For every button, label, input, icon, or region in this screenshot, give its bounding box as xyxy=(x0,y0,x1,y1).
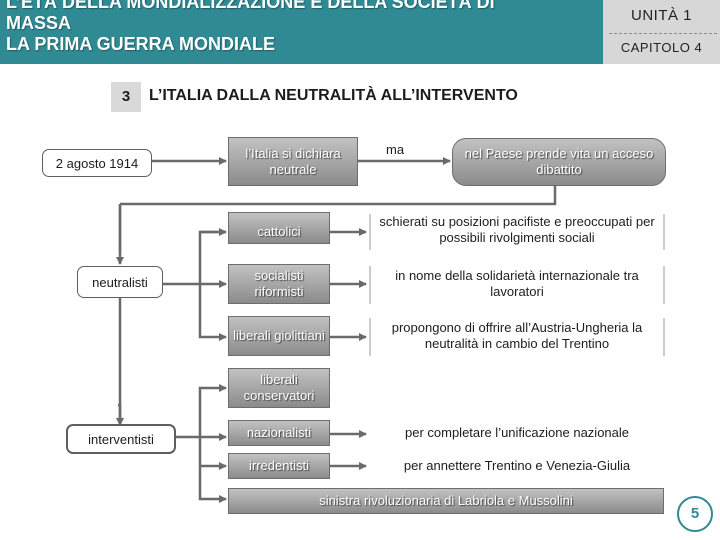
group-cattolici-label: cattolici xyxy=(257,224,301,239)
date-label: 2 agosto 1914 xyxy=(55,155,139,171)
branch-to-sinistra xyxy=(198,466,227,503)
interventionists-label: interventisti xyxy=(88,431,154,447)
section-number: 3 xyxy=(111,82,141,112)
branch-to-irredentisti xyxy=(198,437,227,470)
header: L’ETÀ DELLA MONDIALIZZAZIONE E DELLA SOC… xyxy=(0,0,720,64)
desc-nazionalisti: per completare l’unificazione nazionale xyxy=(404,425,630,440)
header-divider xyxy=(609,33,717,34)
section-title: L’ITALIA DALLA NEUTRALITÀ ALL’INTERVENTO xyxy=(149,87,518,104)
neutralists-label: neutralisti xyxy=(92,274,148,290)
date-box: 2 agosto 1914 xyxy=(42,149,152,177)
branch-to-conservatori xyxy=(198,384,227,437)
interventionists-box: interventisti xyxy=(66,424,176,454)
debate-box: nel Paese prende vita un acceso dibattit… xyxy=(452,138,666,186)
desc-bracket-giolittiani xyxy=(369,318,665,356)
header-unit-panel: UNITÀ 1 CAPITOLO 4 xyxy=(603,0,720,64)
arrow-to-interventionists xyxy=(116,403,124,426)
desc-irredentisti: per annettere Trentino e Venezia-Giulia xyxy=(403,458,631,473)
branch-to-giolittiani xyxy=(198,284,227,341)
header-title-panel: L’ETÀ DELLA MONDIALIZZAZIONE E DELLA SOC… xyxy=(0,0,603,64)
neutral-declaration-label: l’Italia si dichiara neutrale xyxy=(245,145,341,177)
desc-cattolici: schierati su posizioni pacifiste e preoc… xyxy=(379,214,655,245)
line-debate-to-groups xyxy=(120,186,557,206)
but-label: ma xyxy=(386,142,405,157)
header-title-line-3: LA PRIMA GUERRA MONDIALE xyxy=(6,34,275,54)
header-title-line-2: MASSA xyxy=(6,13,72,33)
revolutionary-left-label: sinistra rivoluzionaria di Labriola e Mu… xyxy=(319,493,573,508)
unit-label: UNITÀ 1 xyxy=(630,7,692,24)
group-liberali-giolittiani-label: liberali giolittiani xyxy=(233,328,325,343)
header-title-line-1: L’ETÀ DELLA MONDIALIZZAZIONE E DELLA SOC… xyxy=(6,0,495,12)
group-liberali-conservatori: liberali conservatori xyxy=(228,368,330,408)
debate-label: nel Paese prende vita un acceso dibattit… xyxy=(464,146,654,177)
branch-neutralists xyxy=(163,230,226,286)
neutral-declaration-box: l’Italia si dichiara neutrale xyxy=(228,137,358,186)
neutralists-box: neutralisti xyxy=(77,266,163,298)
desc-liberali-giolittiani: propongono di offrire all’Austria-Ungher… xyxy=(391,320,643,351)
group-nazionalisti: nazionalisti xyxy=(228,420,330,446)
chapter-label: CAPITOLO 4 xyxy=(620,40,703,55)
page-number: 5 xyxy=(677,496,713,532)
group-irredentisti-label: irredentisti xyxy=(249,458,309,473)
group-irredentisti: irredentisti xyxy=(228,453,330,479)
group-socialisti-riformisti: socialisti riformisti xyxy=(228,264,330,304)
group-liberali-giolittiani: liberali giolittiani xyxy=(228,316,330,356)
group-nazionalisti-label: nazionalisti xyxy=(246,425,312,440)
header-title: L’ETÀ DELLA MONDIALIZZAZIONE E DELLA SOC… xyxy=(6,0,601,55)
desc-bracket-socialisti xyxy=(369,266,665,304)
group-socialisti-riformisti-label: socialisti riformisti xyxy=(254,268,304,299)
desc-socialisti-riformisti: in nome della solidarietà internazionale… xyxy=(395,268,639,299)
group-cattolici: cattolici xyxy=(228,212,330,244)
revolutionary-left-box: sinistra rivoluzionaria di Labriola e Mu… xyxy=(228,488,664,514)
desc-bracket-cattolici xyxy=(369,214,665,250)
group-liberali-conservatori-label: liberali conservatori xyxy=(243,372,315,403)
